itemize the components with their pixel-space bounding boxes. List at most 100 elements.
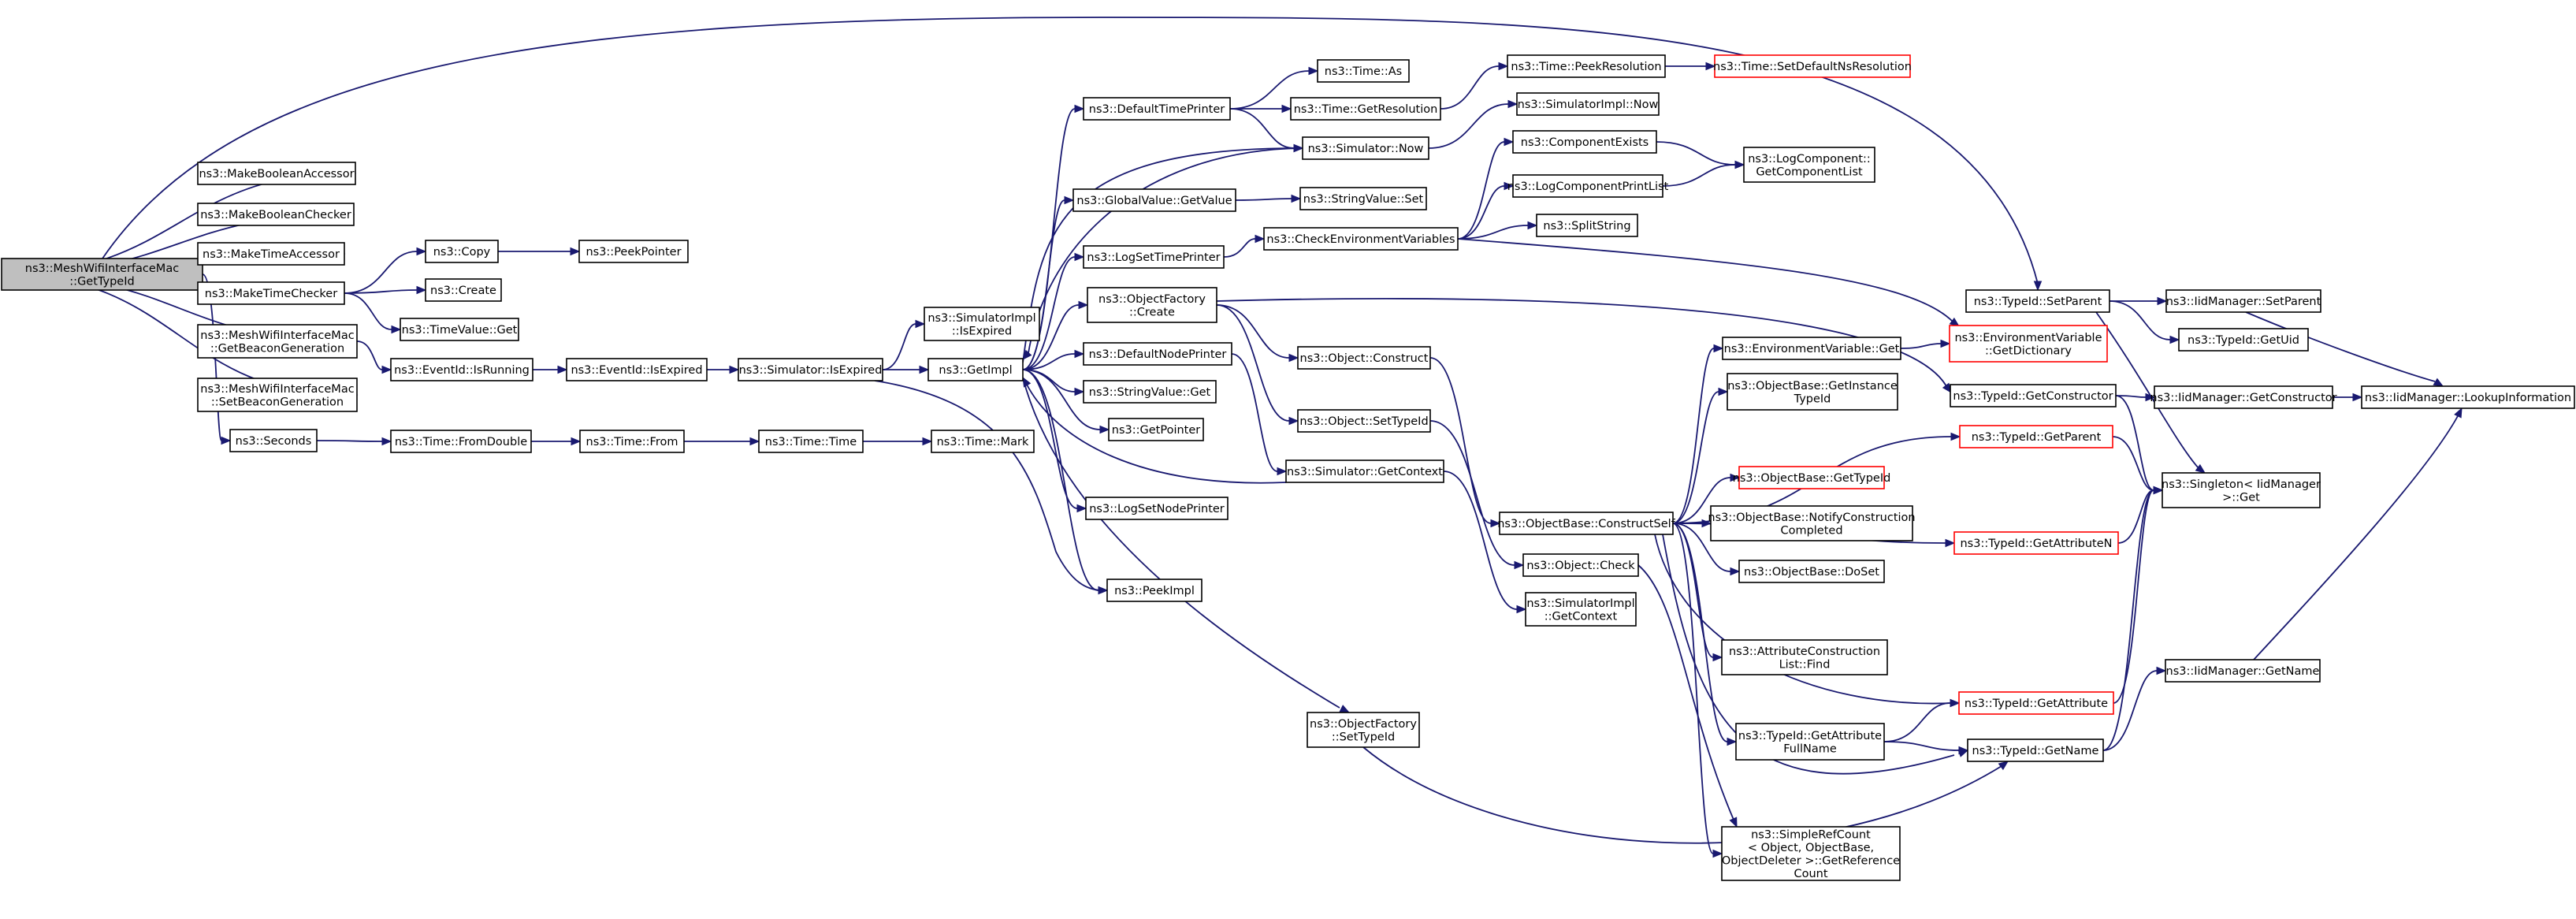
node-object-base-notify-construction-completed[interactable]: ns3::ObjectBase::NotifyConstructionCompl…: [1708, 505, 1916, 541]
node-singleton-get[interactable]: ns3::Singleton< IidManager>::Get: [2162, 472, 2321, 508]
node-env-var-get-dictionary[interactable]: ns3::EnvironmentVariable::GetDictionary: [1949, 325, 2108, 363]
edge-global-value-get-value-to-string-value-set: [1235, 194, 1302, 203]
node-event-id-is-expired[interactable]: ns3::EventId::IsExpired: [566, 358, 708, 381]
edge-object-base-construct-self-to-object-base-do-set: [1672, 523, 1741, 576]
node-split-string[interactable]: ns3::SplitString: [1536, 214, 1638, 237]
edge-make-time-checker-to-create: [344, 285, 427, 295]
node-label-line: ns3::LogSetNodePrinter: [1089, 503, 1225, 515]
edge-simulator-is-expired-to-sim-impl-is-expired: [882, 319, 926, 370]
node-peek-pointer[interactable]: ns3::PeekPointer: [578, 240, 689, 263]
edge-get-impl-to-get-pointer: [1022, 369, 1110, 434]
node-make-time-accessor[interactable]: ns3::MakeTimeAccessor: [197, 242, 345, 266]
node-make-boolean-accessor[interactable]: ns3::MakeBooleanAccessor: [197, 162, 356, 185]
node-sim-impl-is-expired[interactable]: ns3::SimulatorImpl::IsExpired: [924, 307, 1040, 341]
node-peek-impl[interactable]: ns3::PeekImpl: [1106, 579, 1203, 602]
node-label-line: TypeId: [1794, 393, 1831, 405]
node-default-node-printer[interactable]: ns3::DefaultNodePrinter: [1083, 342, 1232, 366]
node-object-construct[interactable]: ns3::Object::Construct: [1297, 346, 1431, 370]
node-time-set-default-ns-resolution[interactable]: ns3::Time::SetDefaultNsResolution: [1713, 54, 1912, 78]
node-label-line: ns3::TypeId::GetAttributeN: [1960, 538, 2112, 550]
node-label-line: ns3::Simulator::IsExpired: [739, 364, 883, 377]
node-set-beacon-generation[interactable]: ns3::MeshWifiInterfaceMac::SetBeaconGene…: [197, 378, 358, 412]
node-object-factory-create[interactable]: ns3::ObjectFactory::Create: [1087, 287, 1217, 323]
node-object-factory-set-type-id[interactable]: ns3::ObjectFactory::SetTypeId: [1307, 712, 1420, 748]
node-get-beacon-generation[interactable]: ns3::MeshWifiInterfaceMac::GetBeaconGene…: [197, 324, 358, 359]
node-log-set-node-printer[interactable]: ns3::LogSetNodePrinter: [1085, 497, 1229, 520]
node-label-line: ns3::ComponentExists: [1521, 136, 1649, 149]
node-default-time-printer[interactable]: ns3::DefaultTimePrinter: [1083, 97, 1231, 121]
node-iid-manager-get-name[interactable]: ns3::IidManager::GetName: [2165, 659, 2321, 683]
node-simulator-is-expired[interactable]: ns3::Simulator::IsExpired: [738, 358, 883, 381]
node-iid-manager-set-parent[interactable]: ns3::IidManager::SetParent: [2165, 289, 2321, 313]
node-label-line: ns3::TypeId::GetName: [1972, 745, 2099, 757]
node-simulator-get-context[interactable]: ns3::Simulator::GetContext: [1285, 460, 1444, 483]
node-sim-impl-now[interactable]: ns3::SimulatorImpl::Now: [1516, 92, 1660, 116]
node-type-id-get-name[interactable]: ns3::TypeId::GetName: [1967, 739, 2104, 762]
node-type-id-set-parent[interactable]: ns3::TypeId::SetParent: [1965, 289, 2110, 313]
node-label-line: ns3::TypeId::GetUid: [2188, 334, 2299, 347]
node-object-set-type-id[interactable]: ns3::Object::SetTypeId: [1297, 409, 1431, 433]
node-time-time[interactable]: ns3::Time::Time: [758, 430, 864, 453]
node-time-peek-resolution[interactable]: ns3::Time::PeekResolution: [1507, 54, 1666, 78]
node-object-base-construct-self[interactable]: ns3::ObjectBase::ConstructSelf: [1497, 512, 1676, 535]
node-simple-ref-count-get-reference-count[interactable]: ns3::SimpleRefCount< Object, ObjectBase,…: [1721, 826, 1901, 881]
node-type-id-get-attribute-n[interactable]: ns3::TypeId::GetAttributeN: [1953, 531, 2119, 555]
node-event-id-is-running[interactable]: ns3::EventId::IsRunning: [390, 358, 533, 381]
node-time-from[interactable]: ns3::Time::From: [579, 430, 685, 453]
node-object-base-get-type-id[interactable]: ns3::ObjectBase::GetTypeId: [1733, 466, 1891, 489]
node-label-line: GetComponentList: [1756, 166, 1863, 178]
edge-object-check-to-simple-ref-count-get-reference-count: [1637, 564, 1738, 828]
node-label-line: ns3::Seconds: [236, 435, 312, 448]
edge-type-id-set-parent-to-iid-manager-set-parent: [2109, 296, 2168, 306]
node-make-time-checker[interactable]: ns3::MakeTimeChecker: [197, 281, 345, 305]
node-log-set-time-printer[interactable]: ns3::LogSetTimePrinter: [1083, 245, 1225, 269]
node-label-line: ns3::LogComponentPrintList: [1507, 180, 1669, 193]
node-time-value-get[interactable]: ns3::TimeValue::Get: [400, 318, 519, 341]
edge-get-impl-to-log-set-time-printer: [1022, 252, 1085, 370]
node-get-impl[interactable]: ns3::GetImpl: [927, 358, 1024, 381]
node-env-var-get[interactable]: ns3::EnvironmentVariable::Get: [1722, 337, 1901, 360]
node-check-env-vars[interactable]: ns3::CheckEnvironmentVariables: [1263, 227, 1459, 251]
node-type-id-get-constructor[interactable]: ns3::TypeId::GetConstructor: [1950, 384, 2117, 407]
node-type-id-get-uid[interactable]: ns3::TypeId::GetUid: [2178, 328, 2309, 352]
node-create[interactable]: ns3::Create: [425, 278, 502, 302]
node-simulator-now[interactable]: ns3::Simulator::Now: [1302, 136, 1429, 160]
edge-get-beacon-generation-to-event-id-is-running: [356, 340, 392, 374]
node-time-mark[interactable]: ns3::Time::Mark: [931, 430, 1035, 453]
node-time-get-resolution[interactable]: ns3::Time::GetResolution: [1290, 97, 1441, 121]
node-label-line: ns3::TimeValue::Get: [402, 324, 518, 337]
node-time-from-double[interactable]: ns3::Time::FromDouble: [390, 430, 532, 453]
node-make-boolean-checker[interactable]: ns3::MakeBooleanChecker: [197, 203, 355, 226]
node-label-line: ns3::Time::SetDefaultNsResolution: [1713, 61, 1912, 73]
node-type-id-get-parent[interactable]: ns3::TypeId::GetParent: [1959, 425, 2113, 448]
node-get-pointer[interactable]: ns3::GetPointer: [1108, 418, 1204, 441]
node-iid-manager-lookup-information[interactable]: ns3::IidManager::LookupInformation: [2361, 385, 2575, 409]
node-label-line: ns3::GlobalValue::GetValue: [1076, 195, 1232, 207]
node-global-value-get-value[interactable]: ns3::GlobalValue::GetValue: [1072, 188, 1236, 212]
node-time-as[interactable]: ns3::Time::As: [1317, 59, 1410, 83]
node-string-value-set[interactable]: ns3::StringValue::Set: [1299, 187, 1427, 210]
node-sim-impl-get-context[interactable]: ns3::SimulatorImpl::GetContext: [1525, 592, 1637, 627]
node-component-exists[interactable]: ns3::ComponentExists: [1512, 130, 1657, 154]
node-object-base-do-set[interactable]: ns3::ObjectBase::DoSet: [1738, 560, 1885, 583]
node-label-line: ns3::Object::Construct: [1300, 352, 1429, 365]
node-log-component-print-list[interactable]: ns3::LogComponentPrintList: [1507, 174, 1669, 198]
node-label-line: ns3::LogComponent::: [1748, 153, 1871, 166]
node-log-component-get-list[interactable]: ns3::LogComponent::GetComponentList: [1743, 147, 1875, 183]
node-label-line: < Object, ObjectBase,: [1748, 842, 1874, 854]
node-type-id-get-attribute[interactable]: ns3::TypeId::GetAttribute: [1958, 691, 2114, 715]
edge-env-var-get-to-env-var-get-dictionary: [1900, 339, 1951, 349]
node-object-check[interactable]: ns3::Object::Check: [1522, 553, 1639, 577]
node-iid-manager-get-constructor[interactable]: ns3::IidManager::GetConstructor: [2150, 385, 2337, 409]
edge-event-id-is-expired-to-simulator-is-expired: [707, 365, 740, 374]
call-edges: [1, 17, 2463, 858]
node-label-line: ns3::EnvironmentVariable::Get: [1724, 343, 1900, 355]
node-seconds[interactable]: ns3::Seconds: [229, 429, 318, 452]
node-string-value-get[interactable]: ns3::StringValue::Get: [1083, 380, 1217, 404]
edge-log-component-print-list-to-log-component-get-list: [1662, 160, 1745, 187]
node-copy[interactable]: ns3::Copy: [425, 240, 499, 263]
node-label-line: ::GetTypeId: [69, 275, 134, 288]
